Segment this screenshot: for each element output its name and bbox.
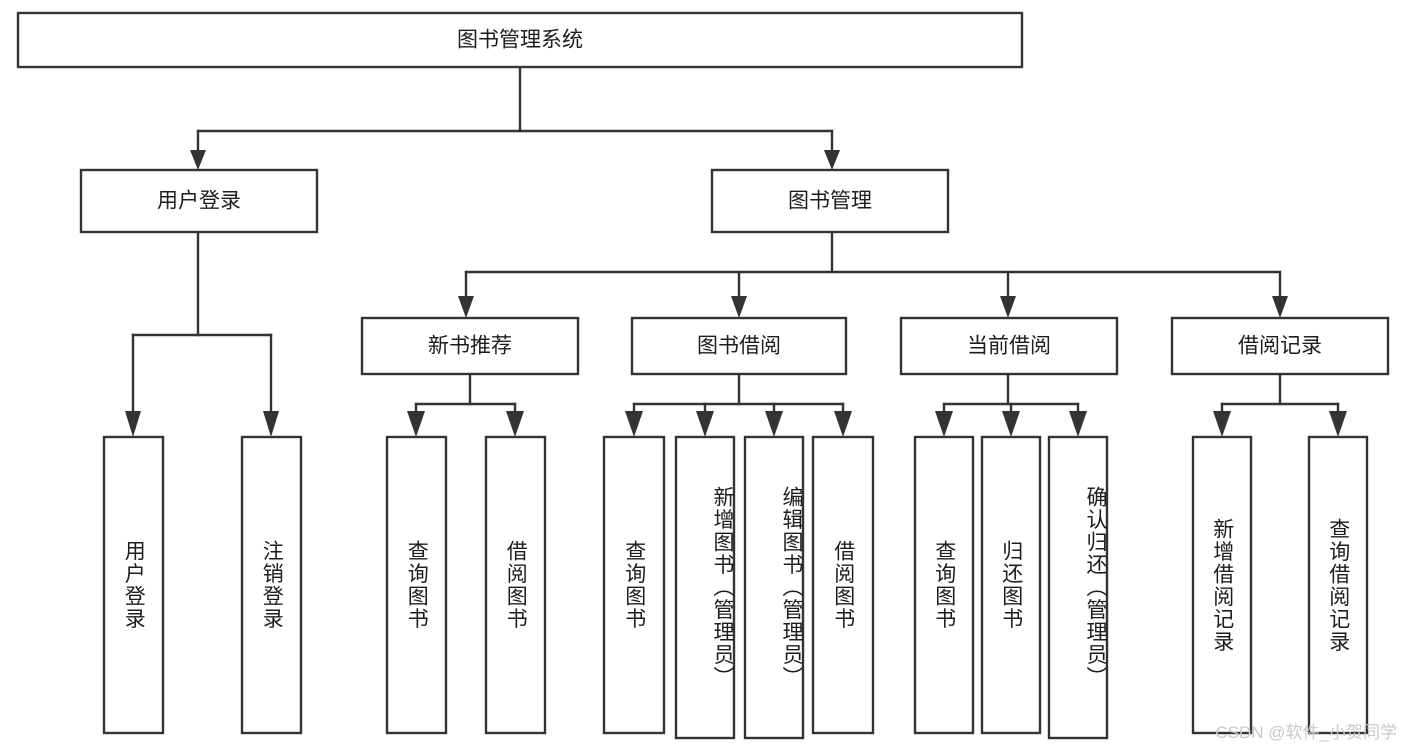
node-book-borrow-label: 图书借阅 [697, 335, 781, 358]
leaf-box-query-book-1[interactable] [385, 435, 448, 735]
leaf-box-query-book-2[interactable] [602, 435, 666, 735]
node-borrow-record[interactable] [1170, 316, 1390, 376]
connector-group-user-login [125, 230, 279, 437]
arrow-head-book-borrow [731, 296, 747, 318]
leaf-box-add-borrow-record[interactable] [1191, 435, 1253, 735]
connector-group-book-manage [458, 230, 1288, 318]
leaf-box-user-login[interactable] [102, 435, 165, 735]
leaf-box-edit-book-admin[interactable] [743, 435, 805, 740]
arrow-head-leaf-query-book-3 [935, 411, 953, 437]
leaf-box-query-borrow-record[interactable] [1307, 435, 1369, 735]
connector-group-borrow-record [1213, 372, 1347, 437]
arrow-head-user-login [190, 150, 206, 170]
arrow-head-leaf-add-borrow-record [1213, 411, 1231, 437]
node-new-book-recommend[interactable] [360, 316, 580, 376]
node-current-borrow[interactable] [899, 316, 1119, 376]
connector-group-current-borrow [935, 372, 1087, 437]
leaf-box-borrow-book-1[interactable] [484, 435, 547, 735]
arrow-head-leaf-return-book [1002, 411, 1020, 437]
node-user-login-label: 用户登录 [157, 190, 241, 213]
arrow-head-leaf-query-book-2 [625, 411, 643, 437]
node-book-manage[interactable] [710, 168, 950, 234]
node-user-login[interactable] [79, 168, 319, 234]
node-current-borrow-label: 当前借阅 [967, 335, 1051, 358]
connector-group-book-borrow [625, 372, 852, 437]
leaf-box-query-book-3[interactable] [913, 435, 975, 735]
leaf-box-borrow-book-2[interactable] [811, 435, 875, 735]
connector-group-root [190, 65, 840, 170]
watermark-text: CSDN @软件_小贺同学 [1215, 723, 1397, 742]
leaf-box-return-book[interactable] [980, 435, 1042, 735]
node-new-book-recommend-label: 新书推荐 [428, 335, 512, 358]
arrow-head-current-borrow [1000, 296, 1016, 318]
leaf-box-confirm-return-admin[interactable] [1047, 435, 1109, 740]
arrow-head-leaf-logout-login [263, 411, 279, 437]
node-book-manage-label: 图书管理 [788, 190, 872, 213]
arrow-head-leaf-edit-book-admin [765, 411, 783, 437]
arrow-head-leaf-confirm-return-admin [1069, 411, 1087, 437]
arrow-head-leaf-borrow-book-2 [834, 411, 852, 437]
arrow-head-borrow-record [1272, 296, 1288, 318]
node-book-borrow[interactable] [630, 316, 848, 376]
connector-group-new-book-recommend [407, 372, 524, 437]
node-root[interactable] [16, 11, 1024, 69]
arrow-head-leaf-borrow-book-1 [506, 411, 524, 437]
node-root-label: 图书管理系统 [457, 29, 583, 52]
arrow-head-leaf-query-borrow-record [1329, 411, 1347, 437]
arrow-head-leaf-user-login [125, 411, 141, 437]
node-borrow-record-label: 借阅记录 [1238, 335, 1322, 358]
leaf-box-add-book-admin[interactable] [674, 435, 736, 740]
arrow-head-new-book-recommend [458, 296, 474, 318]
leaf-box-logout-login[interactable] [240, 435, 303, 735]
arrow-head-leaf-query-book-1 [407, 411, 425, 437]
arrow-head-book-manage [824, 150, 840, 170]
arrow-head-leaf-add-book-admin [696, 411, 714, 437]
